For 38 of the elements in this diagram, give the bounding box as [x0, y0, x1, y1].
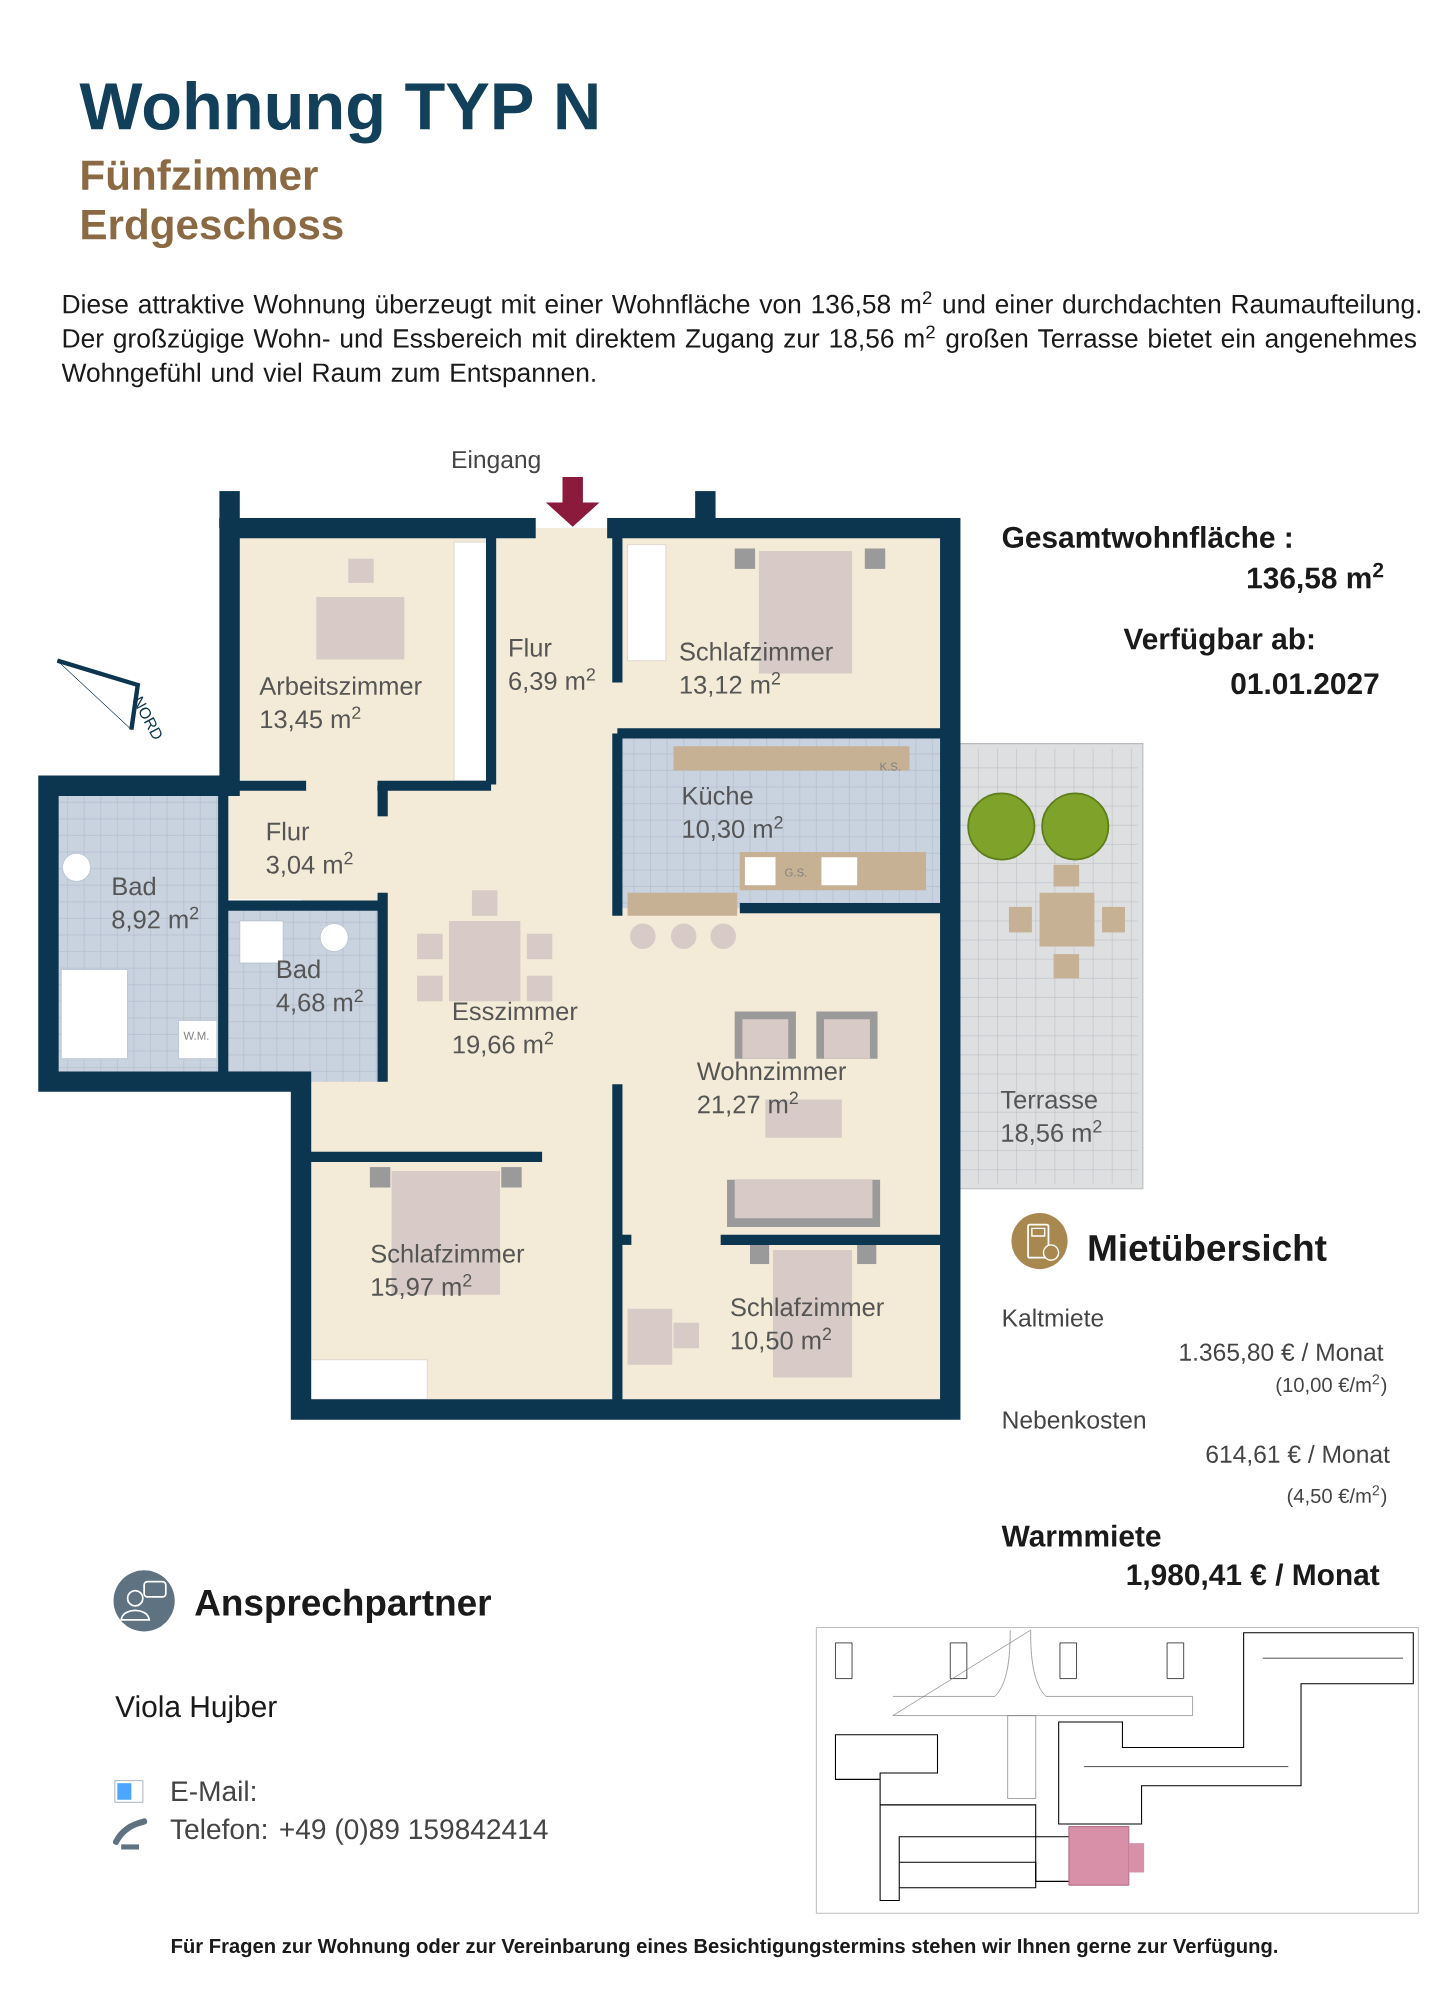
fixture-label: W.M. [183, 1031, 209, 1040]
room-label: Esszimmer 19,66 m$^{2}$ [453, 1001, 578, 1057]
room-label: Küche 10,30 m$^{2}$ [683, 786, 783, 841]
subtitle: Fünfzimmer [82, 159, 318, 191]
price-value: 1.365,80 € / Monat [1180, 1342, 1384, 1364]
room-label: Flur 3,04 m$^{2}$ [266, 821, 353, 877]
room-label: Schlafzimmer 13,12 m$^{2}$ [680, 641, 833, 697]
price-label: Kaltmiete [1003, 1308, 1104, 1327]
fixture-label: G.S. [785, 868, 807, 877]
room-label: Terrasse 18,56 m$^{2}$ [1000, 1090, 1102, 1145]
subtitle: Erdgeschoss [82, 208, 343, 249]
fixture-label: K.S. [880, 762, 901, 771]
contact-detail: E-Mail: [172, 1780, 255, 1802]
section-heading: Mietübersicht [1089, 1233, 1327, 1261]
title: Wohnung TYP N [79, 81, 597, 144]
contact-name: Viola Hujber [115, 1695, 277, 1724]
price-label: Warmmiete [1001, 1524, 1161, 1547]
contact-detail: Telefon: +49 (0)89 159842414 [170, 1818, 548, 1845]
room-label: Wohnzimmer 21,27 m$^{2}$ [696, 1061, 846, 1117]
room-label: Schlafzimmer 10,50 m$^{2}$ [731, 1297, 884, 1353]
room-label: Arbeitszimmer 13,45 m$^{2}$ [259, 676, 422, 732]
room-label: Bad 8,92 m$^{2}$ [112, 876, 199, 932]
price-label: Nebenkosten [1003, 1410, 1145, 1429]
price-note: (4,50 €/m$^{2}$) [1287, 1485, 1387, 1508]
room-label: Flur 6,39 m$^{2}$ [509, 638, 595, 694]
description-text: Diese attraktive Wohnung überzeugt mit einer Wohnfläche von 136,58 m$^{2}$ und einer durchdachten Raumaufteilung. Der großzügige Wohn- und Essbereich mit direktem Zugang zur 18,56 m$^{2}$ großen Terrasse bietet ein angenehmes Wohngefühl und viel Raum zum Entspannen. [61, 291, 1421, 388]
entrance-label: Eingang [453, 450, 540, 474]
info-value: 01.01.2027 [1231, 673, 1379, 695]
price-value: 1,980,41 € / Monat [1127, 1563, 1380, 1590]
info-value: 136,58 m$^{2}$ [1248, 562, 1384, 593]
price-value: 614,61 € / Monat [1206, 1444, 1390, 1466]
section-heading: Ansprechpartner [195, 1588, 491, 1624]
info-label: Verfügbar ab: [1123, 627, 1314, 656]
room-label: Bad 4,68 m$^{2}$ [276, 959, 363, 1015]
info-label: Gesamtwohnfläche : [1002, 526, 1291, 548]
price-note: (10,00 €/m$^{2}$) [1276, 1374, 1387, 1397]
footer-note: Für Fragen zur Wohnung oder zur Vereinbarung eines Besichtigungstermins stehen wir Ihnen gerne zur Verfügung. [171, 1938, 1278, 1958]
room-label: Schlafzimmer 15,97 m$^{2}$ [371, 1244, 525, 1299]
